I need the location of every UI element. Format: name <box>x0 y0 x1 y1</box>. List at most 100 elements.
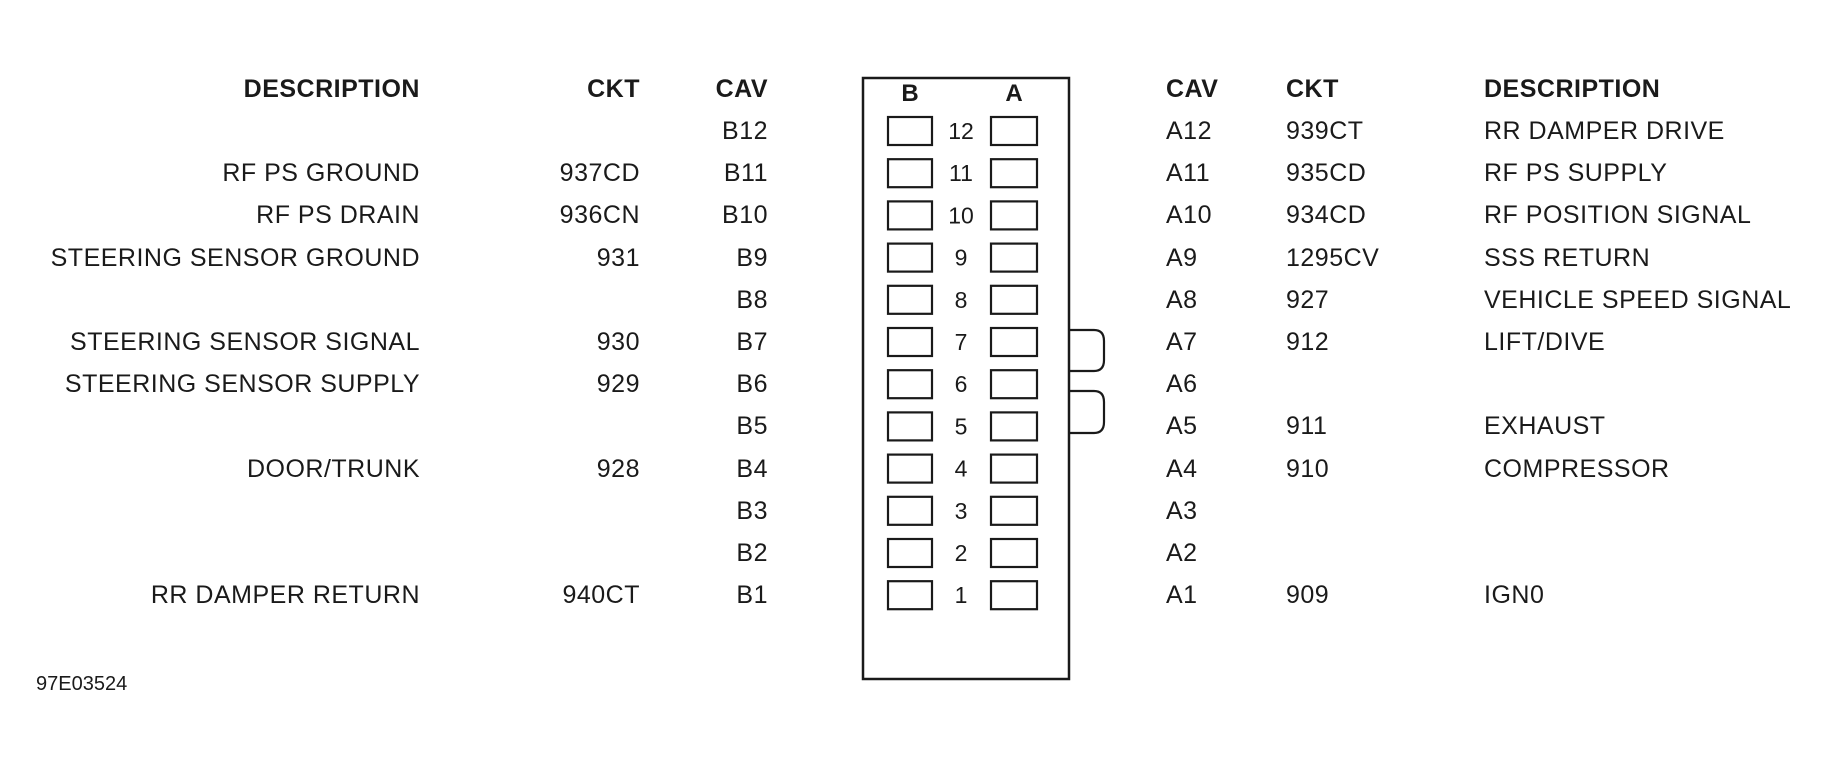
cavity-b <box>886 369 934 400</box>
cavity-b <box>886 411 934 442</box>
pin-number: 11 <box>949 160 973 186</box>
pin-number: 12 <box>948 118 974 144</box>
cavity-b <box>886 115 934 147</box>
a-cav: A5 <box>1166 412 1198 441</box>
a-description: EXHAUST <box>1484 412 1606 441</box>
pin-number: 3 <box>955 498 968 524</box>
b-description: STEERING SENSOR SUPPLY <box>64 370 420 399</box>
a-ckt: 912 <box>1286 328 1330 356</box>
cavity-b <box>886 537 934 569</box>
a-description: COMPRESSOR <box>1484 454 1670 483</box>
b-cav: B10 <box>722 201 768 230</box>
b-cav: B6 <box>736 370 768 399</box>
b-description: RR DAMPER RETURN <box>150 581 420 610</box>
b-ckt: 928 <box>596 454 640 483</box>
pin-number: 5 <box>955 413 968 439</box>
col-a-label: A <box>1005 80 1022 107</box>
figure-id: 97E03524 <box>36 673 128 695</box>
left-cav-header: CAV <box>715 75 768 103</box>
pin-number: 1 <box>955 582 968 608</box>
b-cav: B4 <box>736 454 768 483</box>
cavity-a <box>989 537 1039 569</box>
b-cav: B8 <box>736 285 768 314</box>
a-cav: A1 <box>1166 581 1198 610</box>
b-description: STEERING SENSOR GROUND <box>50 243 420 272</box>
b-cav: B3 <box>736 496 768 525</box>
b-ckt: 936CN <box>559 201 640 230</box>
cavity-a <box>989 580 1039 611</box>
a-description: RF PS SUPPLY <box>1484 159 1668 188</box>
right-ckt-header: CKT <box>1286 75 1339 103</box>
cavity-a <box>989 200 1039 231</box>
a-cav: A2 <box>1166 539 1198 567</box>
cavity-a <box>989 326 1039 358</box>
pin-number: 8 <box>955 287 968 313</box>
cavity-b <box>886 158 934 189</box>
a-description: LIFT/DIVE <box>1484 328 1606 356</box>
a-cav: A4 <box>1166 454 1198 483</box>
b-ckt: 930 <box>596 328 640 356</box>
b-cav: B9 <box>736 243 768 272</box>
right-cav-header: CAV <box>1166 75 1219 103</box>
cavity-a <box>989 453 1039 484</box>
b-ckt: 937CD <box>559 159 640 188</box>
a-ckt: 934CD <box>1286 201 1367 230</box>
left-description-header: DESCRIPTION <box>243 75 420 103</box>
pin-number: 7 <box>955 329 968 355</box>
b-ckt: 940CT <box>562 581 640 610</box>
left-ckt-header: CKT <box>587 75 640 103</box>
a-cav: A11 <box>1166 159 1211 188</box>
col-b-label: B <box>901 80 918 107</box>
jumper-upper <box>1069 328 1106 373</box>
b-description: STEERING SENSOR SIGNAL <box>70 328 420 356</box>
cavity-a <box>989 495 1039 526</box>
a-description: RR DAMPER DRIVE <box>1484 117 1725 145</box>
cavity-a <box>989 369 1039 400</box>
b-description: RF PS DRAIN <box>256 201 420 230</box>
a-cav: A6 <box>1166 370 1198 399</box>
a-ckt: 1295CV <box>1286 243 1380 272</box>
b-cav: B12 <box>722 117 768 145</box>
b-description: RF PS GROUND <box>222 159 420 188</box>
a-cav: A10 <box>1166 201 1212 230</box>
b-ckt: 931 <box>596 243 640 272</box>
cavity-a <box>989 158 1039 189</box>
a-cav: A3 <box>1166 496 1198 525</box>
cavity-a <box>989 115 1039 147</box>
b-description: DOOR/TRUNK <box>246 454 420 483</box>
cavity-b <box>886 284 934 315</box>
b-cav: B7 <box>736 328 768 356</box>
a-cav: A12 <box>1166 117 1212 145</box>
a-description: RF POSITION SIGNAL <box>1484 201 1752 230</box>
b-cav: B5 <box>736 412 768 441</box>
right-description-header: DESCRIPTION <box>1484 75 1661 103</box>
cavity-b <box>886 495 934 526</box>
a-ckt: 909 <box>1286 581 1330 610</box>
a-description: IGN0 <box>1484 581 1545 610</box>
a-ckt: 927 <box>1286 285 1330 314</box>
a-cav: A9 <box>1166 243 1198 272</box>
a-ckt: 939CT <box>1286 117 1364 145</box>
pin-number: 10 <box>948 202 974 228</box>
cavity-a <box>989 284 1039 315</box>
pin-number: 9 <box>955 245 968 271</box>
connector-body <box>861 76 1071 681</box>
b-cav: B2 <box>736 539 768 567</box>
b-cav: B11 <box>723 159 768 188</box>
a-cav: A7 <box>1166 328 1198 356</box>
b-cav: B1 <box>736 581 768 610</box>
cavity-b <box>886 242 934 273</box>
pin-number: 6 <box>955 371 968 397</box>
a-description: SSS RETURN <box>1484 243 1651 272</box>
b-ckt: 929 <box>596 370 640 399</box>
pin-number: 4 <box>955 456 968 482</box>
jumper-lower <box>1069 389 1106 435</box>
cavity-b <box>886 453 934 484</box>
cavity-b <box>886 580 934 611</box>
cavity-a <box>989 242 1039 273</box>
cavity-b <box>886 326 934 358</box>
cavity-b <box>886 200 934 231</box>
a-cav: A8 <box>1166 285 1198 314</box>
